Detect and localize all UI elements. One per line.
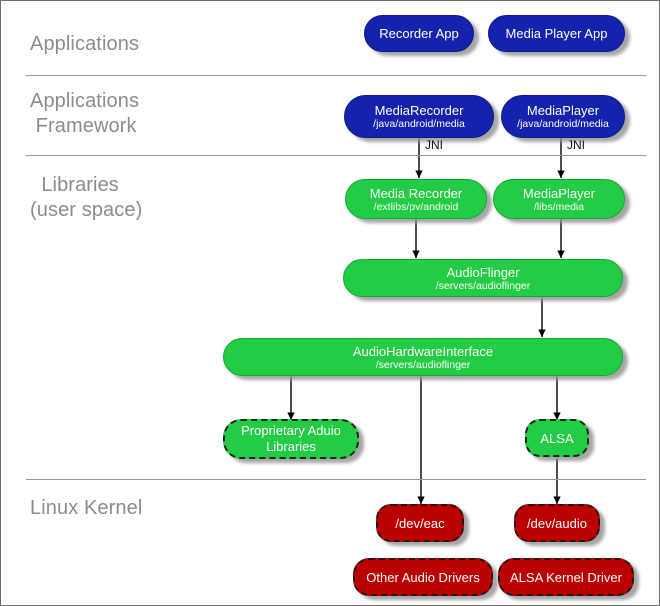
node-proprietary-audio-libraries[interactable]: Proprietary Aduio Libraries [223, 419, 359, 459]
divider-linux-kernel [26, 479, 646, 480]
node-dev-eac-title: /dev/eac [395, 515, 445, 531]
layer-label-linux-kernel: Linux Kernel [30, 497, 143, 519]
node-media-recorder-library[interactable]: Media Recorder /extlibs/pv/android [345, 179, 487, 219]
layer-label-libraries-line2: (user space) [30, 199, 143, 221]
node-recorder-app[interactable]: Recorder App [364, 15, 474, 52]
node-mediaplayer-library-subtitle: /libs/media [533, 200, 585, 213]
node-other-audio-drivers[interactable]: Other Audio Drivers [353, 558, 493, 596]
divider-applications-framework [26, 155, 646, 156]
node-audioflinger-subtitle: /servers/audioflinger [435, 279, 531, 292]
node-mediaplayer-library-title: MediaPlayer [522, 185, 596, 201]
node-audioflinger-title: AudioFlinger [446, 264, 520, 280]
node-other-audio-drivers-title: Other Audio Drivers [366, 569, 480, 585]
node-alsa[interactable]: ALSA [525, 419, 589, 457]
node-mediarecorder-framework[interactable]: MediaRecorder /java/android/media [344, 95, 494, 138]
node-audiohardwareinterface-subtitle: /servers/audioflinger [375, 358, 471, 371]
edge-label-jni-player: JNI [567, 138, 585, 152]
node-mediarecorder-framework-title: MediaRecorder [374, 103, 464, 118]
edge-label-jni-recorder: JNI [425, 138, 443, 152]
node-dev-audio-title: /dev/audio [527, 515, 587, 531]
node-audiohardwareinterface[interactable]: AudioHardwareInterface /servers/audiofli… [223, 338, 623, 376]
node-dev-audio[interactable]: /dev/audio [514, 504, 600, 542]
node-mediaplayer-library[interactable]: MediaPlayer /libs/media [493, 179, 625, 219]
node-media-player-app-title: Media Player App [505, 26, 608, 41]
node-alsa-kernel-driver[interactable]: ALSA Kernel Driver [498, 558, 634, 596]
node-media-recorder-library-subtitle: /extlibs/pv/android [373, 200, 459, 213]
node-audiohardwareinterface-title: AudioHardwareInterface [352, 343, 494, 359]
node-mediarecorder-framework-subtitle: /java/android/media [373, 118, 465, 130]
node-dev-eac[interactable]: /dev/eac [376, 504, 464, 542]
node-media-player-app[interactable]: Media Player App [488, 15, 625, 52]
node-audioflinger[interactable]: AudioFlinger /servers/audioflinger [343, 259, 623, 297]
layer-label-applications-framework-line1: Applications [30, 90, 140, 112]
node-alsa-title: ALSA [540, 430, 574, 446]
node-alsa-kernel-driver-title: ALSA Kernel Driver [510, 569, 622, 585]
node-mediaplayer-framework-title: MediaPlayer [526, 103, 600, 118]
layer-label-applications: Applications [30, 33, 140, 55]
node-media-recorder-library-title: Media Recorder [369, 185, 463, 201]
layer-label-libraries: Libraries (user space) [30, 173, 142, 223]
node-proprietary-audio-libraries-title: Proprietary Aduio Libraries [241, 423, 341, 454]
node-mediaplayer-framework-subtitle: /java/android/media [517, 118, 609, 130]
layer-label-applications-framework: Applications Framework [30, 89, 139, 139]
divider-applications [26, 75, 646, 76]
layer-label-libraries-line1: Libraries [30, 174, 119, 196]
node-mediaplayer-framework[interactable]: MediaPlayer /java/android/media [501, 95, 625, 138]
layer-label-applications-framework-line2: Framework [30, 115, 137, 137]
node-recorder-app-title: Recorder App [379, 26, 459, 41]
